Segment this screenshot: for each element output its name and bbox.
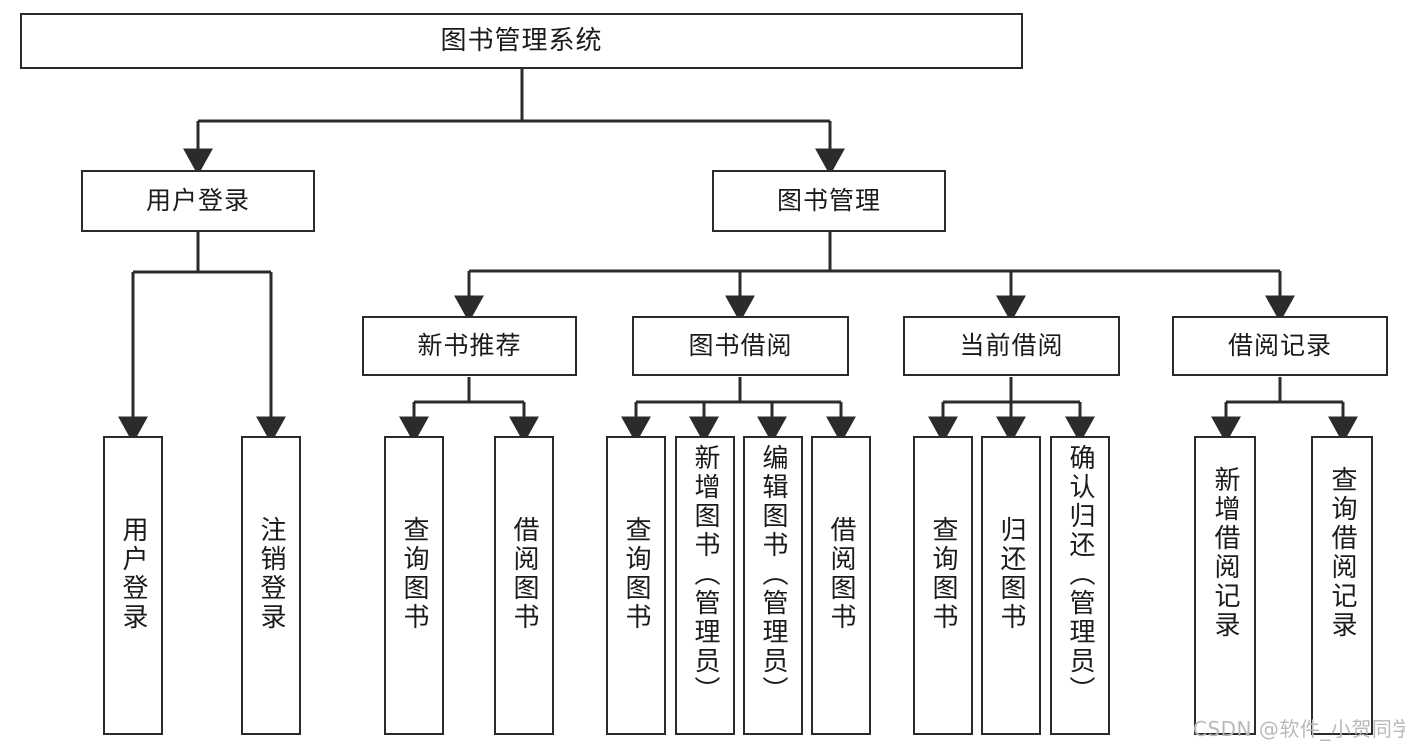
node-leaf-logout-login-label: 注销登录: [256, 516, 286, 632]
node-book-borrow-label: 图书借阅: [688, 331, 793, 361]
node-new-book-recommend[interactable]: 新书推荐: [362, 316, 577, 376]
node-leaf-confirm-return-label: 确认归还（管理员）: [1065, 444, 1095, 705]
node-borrow-record-label: 借阅记录: [1227, 331, 1332, 361]
node-leaf-query-book-1[interactable]: 查询图书: [384, 436, 444, 735]
node-leaf-query-book-3-label: 查询图书: [928, 516, 958, 632]
node-leaf-query-book-2-label: 查询图书: [621, 516, 651, 632]
node-leaf-borrow-book-2[interactable]: 借阅图书: [811, 436, 871, 735]
node-leaf-borrow-book-1[interactable]: 借阅图书: [494, 436, 554, 735]
node-leaf-query-record-label: 查询借阅记录: [1327, 466, 1357, 640]
node-leaf-user-login-label: 用户登录: [118, 516, 148, 632]
node-leaf-add-record[interactable]: 新增借阅记录: [1194, 436, 1256, 735]
node-leaf-add-record-label: 新增借阅记录: [1210, 466, 1240, 640]
csdn-watermark: CSDN @软件_小贺同学: [1193, 717, 1405, 741]
node-leaf-return-book[interactable]: 归还图书: [981, 436, 1041, 735]
node-leaf-query-book-1-label: 查询图书: [399, 516, 429, 632]
node-leaf-edit-book[interactable]: 编辑图书（管理员）: [743, 436, 803, 735]
node-leaf-confirm-return[interactable]: 确认归还（管理员）: [1050, 436, 1110, 735]
node-leaf-add-book-label: 新增图书（管理员）: [690, 444, 720, 705]
node-book-manage[interactable]: 图书管理: [712, 170, 946, 232]
node-leaf-user-login[interactable]: 用户登录: [103, 436, 163, 735]
node-user-login-label: 用户登录: [145, 186, 250, 216]
node-current-borrow[interactable]: 当前借阅: [903, 316, 1120, 376]
node-book-borrow[interactable]: 图书借阅: [632, 316, 849, 376]
node-leaf-query-record[interactable]: 查询借阅记录: [1311, 436, 1373, 735]
node-borrow-record[interactable]: 借阅记录: [1172, 316, 1388, 376]
node-root-label: 图书管理系统: [440, 25, 603, 56]
node-leaf-add-book[interactable]: 新增图书（管理员）: [675, 436, 735, 735]
node-book-manage-label: 图书管理: [776, 186, 881, 216]
node-new-book-recommend-label: 新书推荐: [417, 331, 522, 361]
node-leaf-borrow-book-1-label: 借阅图书: [509, 516, 539, 632]
node-leaf-borrow-book-2-label: 借阅图书: [826, 516, 856, 632]
node-user-login[interactable]: 用户登录: [81, 170, 315, 232]
node-leaf-edit-book-label: 编辑图书（管理员）: [758, 444, 788, 705]
node-leaf-logout-login[interactable]: 注销登录: [241, 436, 301, 735]
node-root[interactable]: 图书管理系统: [20, 13, 1023, 69]
node-leaf-query-book-2[interactable]: 查询图书: [606, 436, 666, 735]
node-leaf-query-book-3[interactable]: 查询图书: [913, 436, 973, 735]
node-current-borrow-label: 当前借阅: [959, 331, 1064, 361]
node-leaf-return-book-label: 归还图书: [996, 516, 1026, 632]
